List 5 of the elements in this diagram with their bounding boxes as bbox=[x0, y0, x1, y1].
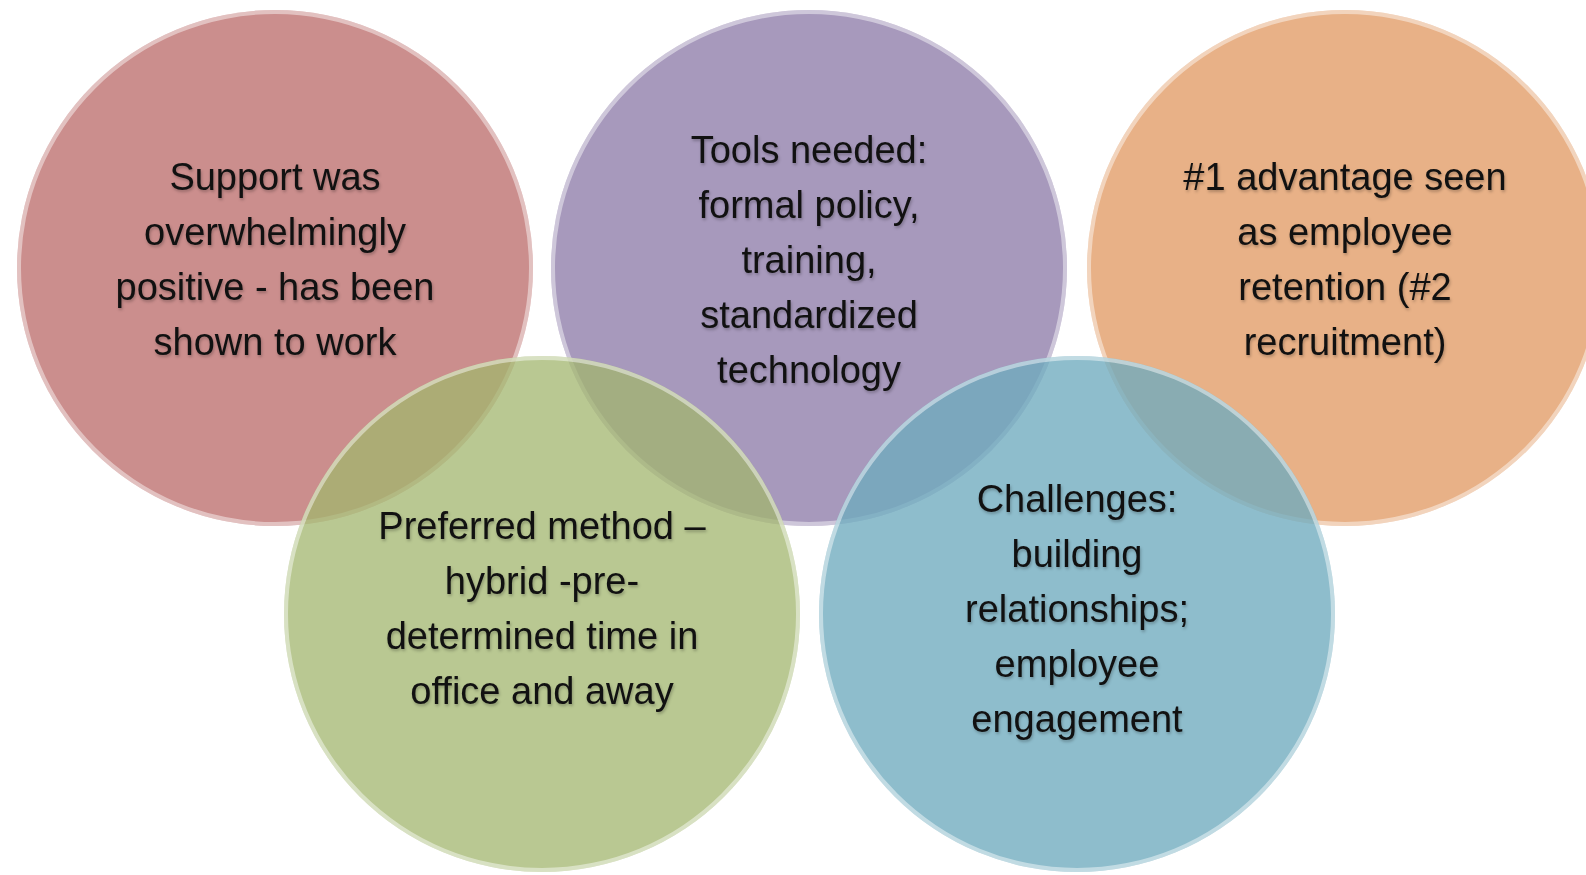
circle-text: Support was overwhelmingly positive - has been shown to work bbox=[114, 155, 436, 365]
circle-text: Preferred method – hybrid -pre-determined time in office and away bbox=[377, 504, 707, 714]
circle-text: Tools needed: formal policy, training, standardized technology bbox=[689, 127, 929, 393]
circle-text: Challenges: building relationships; employee engagement bbox=[964, 476, 1190, 742]
circle-text: #1 advantage seen as employee retention (#2 recruitment) bbox=[1182, 155, 1508, 365]
